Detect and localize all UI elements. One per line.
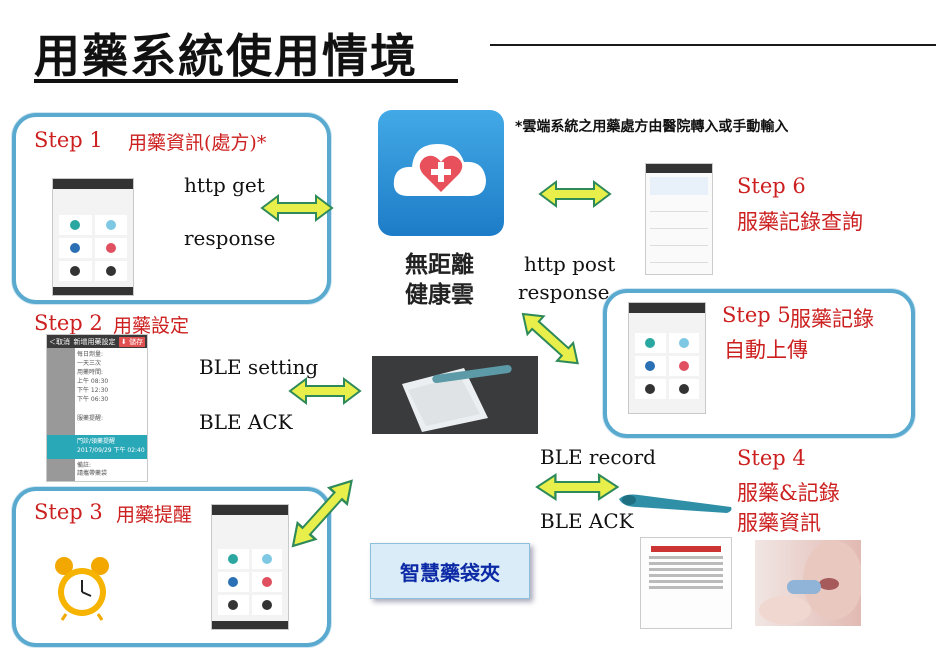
step5-label: Step 5 — [722, 303, 791, 327]
http-get-label: http get — [184, 173, 265, 197]
cloud-note: *雲端系統之用藥處方由醫院轉入或手動輸入 — [515, 119, 789, 135]
step4-label: Step 4 — [737, 446, 806, 470]
phone-remark-value: 請攜帶藥袋 — [77, 470, 108, 477]
phone-note-label: 服藥提醒: — [77, 415, 104, 422]
page-title: 用藥系統使用情境 — [34, 29, 418, 83]
arrow-step3-bag — [282, 471, 362, 556]
phone-header: 新增用藥設定 — [73, 337, 116, 346]
ble-setting-label: BLE setting — [199, 355, 319, 379]
phone-time-1: 上午 08:30 — [77, 378, 109, 385]
phone-save: ⬇ 儲存 — [118, 336, 145, 347]
step4-desc-line2: 服藥資訊 — [737, 511, 821, 535]
step2-desc: 用藥設定 — [113, 315, 190, 337]
phone-remark-label: 備註: — [77, 462, 92, 469]
cloud-label-line2: 健康雲 — [405, 282, 474, 308]
step6-desc: 服藥記錄查詢 — [737, 210, 863, 234]
phone-cancel: ＜取消 — [49, 337, 70, 346]
step1-label: Step 1 — [34, 128, 103, 152]
arrow-cloud-step6 — [539, 181, 611, 207]
cloud-label: 無距離 健康雲 — [405, 250, 474, 310]
smart-bag-clip-label: 智慧藥袋夾 — [370, 543, 530, 599]
ble-record-label: BLE record — [540, 445, 656, 469]
title-rule — [490, 44, 936, 46]
cloud-heart-icon — [378, 110, 504, 236]
phone-time-2: 下午 12:30 — [77, 387, 109, 394]
step5-desc-line2: 自動上傳 — [724, 338, 808, 362]
arrow-step2-bag — [289, 378, 361, 404]
step6-phone-screenshot — [645, 163, 713, 275]
phone-time-label: 用藥時間: — [77, 369, 104, 376]
arrow-cloud-step5 — [513, 304, 587, 374]
alarm-clock-icon — [52, 552, 112, 622]
step6-label: Step 6 — [737, 174, 806, 198]
title-underline — [34, 79, 458, 83]
step3-phone-screenshot — [211, 504, 289, 630]
cloud-label-line1: 無距離 — [405, 252, 474, 278]
phone-date-value: 2017/09/29 下午 02:40 — [77, 447, 145, 454]
step2-ble-ack-label: BLE ACK — [199, 410, 293, 434]
step5-phone-screenshot — [628, 302, 706, 414]
phone-time-3: 下午 06:30 — [77, 396, 109, 403]
step2-phone-screenshot: ＜取消 新增用藥設定 ⬇ 儲存 每日劑量: 一天三次 用藥時間: 上午 08:3… — [46, 334, 148, 482]
step1-response-label: response — [184, 226, 276, 250]
step3-desc: 用藥提醒 — [116, 504, 193, 526]
step5-desc-line1: 服藥記錄 — [790, 307, 874, 331]
phone-dose-value: 一天三次 — [77, 360, 102, 367]
medicine-bag-clip-photo — [372, 356, 538, 434]
step1-phone-screenshot — [52, 178, 134, 296]
step2-label: Step 2 — [34, 311, 103, 335]
arrow-step1-cloud — [261, 195, 333, 221]
http-post-label: http post — [524, 252, 616, 276]
step4-desc-line1: 服藥&記錄 — [737, 481, 840, 505]
bag-clip-device-photo — [615, 489, 735, 517]
phone-dose-label: 每日劑量: — [77, 351, 104, 358]
step3-label: Step 3 — [34, 500, 103, 524]
step5-response-label: response — [518, 280, 610, 304]
step1-desc: 用藥資訊(處方)* — [128, 132, 267, 154]
prescription-document-photo — [640, 537, 732, 629]
arrow-bag-step4 — [535, 473, 619, 501]
phone-date-label: 門診/領藥提醒 — [77, 438, 116, 445]
taking-pill-photo — [755, 540, 863, 626]
step4-ble-ack-label: BLE ACK — [540, 509, 634, 533]
